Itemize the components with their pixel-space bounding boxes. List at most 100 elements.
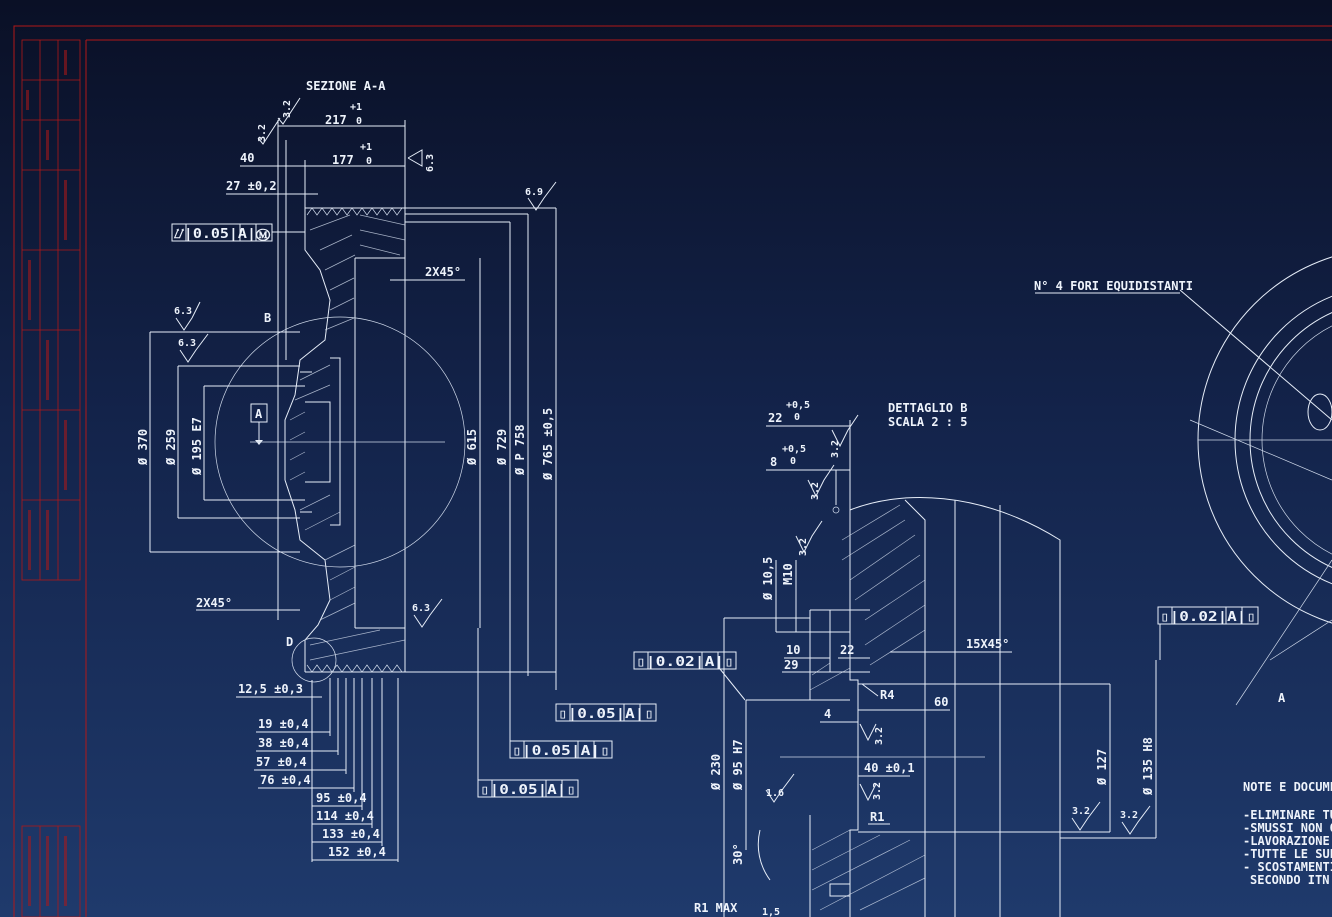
notes-block: NOTE E DOCUME -ELIMINARE TU -SMUSSI NON … bbox=[1243, 780, 1332, 887]
svg-text:2X45°: 2X45° bbox=[425, 265, 461, 279]
svg-text:0: 0 bbox=[794, 412, 800, 423]
svg-text:114 ±0,4: 114 ±0,4 bbox=[316, 809, 374, 823]
diameter-dims-left: Ø 370 Ø 259 Ø 195 E7 bbox=[136, 331, 305, 553]
section-body bbox=[284, 207, 406, 673]
svg-text:Ø 370: Ø 370 bbox=[136, 429, 150, 466]
svg-text:M10: M10 bbox=[781, 563, 795, 585]
top-dimensions: 217 +1 0 177 +1 0 40 27 ±0,2 bbox=[226, 102, 406, 620]
svg-text:133 ±0,4: 133 ±0,4 bbox=[322, 827, 380, 841]
svg-text:▯|0.05|A|▯: ▯|0.05|A|▯ bbox=[512, 744, 610, 759]
diameter-dims-right: Ø 615 Ø 729 Ø P 758 Ø 765 ±0,5 bbox=[405, 207, 557, 690]
note-line-5: - SCOSTAMENTI bbox=[1243, 860, 1332, 874]
svg-text:95 ±0,4: 95 ±0,4 bbox=[316, 791, 367, 805]
svg-text:57 ±0,4: 57 ±0,4 bbox=[256, 755, 307, 769]
chamfer-labels-section: 2X45° 2X45° bbox=[196, 265, 465, 611]
svg-text:40: 40 bbox=[240, 151, 254, 165]
svg-text:Ø 195 E7: Ø 195 E7 bbox=[190, 417, 204, 476]
tolerance-frame-1: ⌰|0.05|A|Ⓜ bbox=[171, 223, 305, 242]
svg-text:1,5: 1,5 bbox=[762, 907, 780, 917]
svg-text:3.2: 3.2 bbox=[830, 440, 841, 458]
bottom-dimensions: 12,5 ±0,3 19 ±0,4 38 ±0,4 57 ±0,4 76 ±0,… bbox=[236, 678, 399, 862]
tolerance-frame-2: ▯|0.05|A|▯ bbox=[555, 703, 657, 722]
svg-text:29: 29 bbox=[784, 658, 798, 672]
svg-text:+0,5: +0,5 bbox=[782, 444, 806, 455]
view-label-d: D bbox=[286, 635, 293, 649]
svg-text:▯|0.02|A|▯: ▯|0.02|A|▯ bbox=[636, 655, 734, 670]
note-line-3: -LAVORAZIONE bbox=[1243, 834, 1330, 848]
view-label-b: B bbox=[264, 311, 271, 325]
tolerance-frame-4: ▯|0.05|A|▯ bbox=[477, 628, 579, 798]
svg-text:22: 22 bbox=[840, 643, 854, 657]
datum-a-marker: A bbox=[250, 403, 268, 445]
notes-title: NOTE E DOCUME bbox=[1243, 780, 1332, 794]
svg-text:15X45°: 15X45° bbox=[966, 637, 1009, 651]
svg-text:Ø 615: Ø 615 bbox=[465, 429, 479, 466]
detail-title-2: SCALA 2 : 5 bbox=[888, 415, 967, 429]
svg-text:19 ±0,4: 19 ±0,4 bbox=[258, 717, 309, 731]
sheet-border bbox=[13, 25, 1332, 917]
title-block bbox=[21, 39, 81, 917]
svg-text:⌰|0.05|A|Ⓜ: ⌰|0.05|A|Ⓜ bbox=[173, 227, 271, 242]
tolerance-frame-5: ▯|0.02|A|▯ bbox=[633, 651, 746, 701]
tolerance-frame-6: ▯|0.02|A|▯ bbox=[1157, 606, 1259, 660]
svg-text:▯|0.05|A|▯: ▯|0.05|A|▯ bbox=[558, 707, 654, 722]
svg-text:Ø 729: Ø 729 bbox=[495, 429, 509, 466]
svg-text:Ø 259: Ø 259 bbox=[164, 429, 178, 466]
svg-text:6.3: 6.3 bbox=[178, 338, 196, 349]
front-view bbox=[1035, 256, 1332, 706]
svg-text:Ø 127: Ø 127 bbox=[1095, 749, 1109, 786]
svg-text:+1: +1 bbox=[350, 102, 362, 113]
svg-text:3.2: 3.2 bbox=[874, 727, 885, 745]
svg-text:6.3: 6.3 bbox=[425, 154, 436, 172]
svg-text:6.3: 6.3 bbox=[412, 603, 430, 614]
svg-text:217: 217 bbox=[325, 113, 347, 127]
svg-text:0: 0 bbox=[366, 156, 372, 167]
note-line-1: -ELIMINARE TU bbox=[1243, 808, 1332, 822]
svg-text:22: 22 bbox=[768, 411, 782, 425]
svg-text:R1: R1 bbox=[870, 810, 884, 824]
svg-text:8: 8 bbox=[770, 455, 777, 469]
svg-text:177: 177 bbox=[332, 153, 354, 167]
svg-text:4: 4 bbox=[824, 707, 831, 721]
svg-text:6.9: 6.9 bbox=[525, 187, 543, 198]
svg-text:Ø 10,5: Ø 10,5 bbox=[761, 557, 775, 601]
note-line-4: -TUTTE LE SUP bbox=[1243, 847, 1332, 861]
svg-text:27 ±0,2: 27 ±0,2 bbox=[226, 179, 277, 193]
svg-text:R4: R4 bbox=[880, 688, 894, 702]
roughness-symbols-detail: 3.2 3.2 3.2 1.6 3.2 3.2 3.2 3.2 bbox=[765, 414, 1151, 835]
detail-b-body bbox=[780, 497, 1061, 917]
view-label-a-bottom: A bbox=[1278, 691, 1286, 705]
roughness-symbols-section: 3.2 3.2 6.3 6.9 6.3 6.3 6.3 bbox=[174, 97, 557, 628]
svg-text:Ø P 758: Ø P 758 bbox=[513, 424, 527, 476]
detail-title-1: DETTAGLIO B bbox=[888, 401, 967, 415]
svg-text:3.2: 3.2 bbox=[1072, 806, 1090, 817]
svg-text:▯|0.05|A|▯: ▯|0.05|A|▯ bbox=[480, 783, 576, 798]
svg-text:Ø 135 H8: Ø 135 H8 bbox=[1141, 737, 1155, 796]
tolerance-frame-3: ▯|0.05|A|▯ bbox=[509, 672, 613, 759]
svg-text:▯|0.02|A|▯: ▯|0.02|A|▯ bbox=[1160, 610, 1256, 625]
svg-text:10: 10 bbox=[786, 643, 800, 657]
svg-text:76 ±0,4: 76 ±0,4 bbox=[260, 773, 311, 787]
svg-text:40 ±0,1: 40 ±0,1 bbox=[864, 761, 915, 775]
svg-text:Ø 230: Ø 230 bbox=[709, 754, 723, 791]
detail-b-circle bbox=[214, 316, 466, 568]
detail-b-dimensions: 22 +0,5 0 8 +0,5 0 Ø 10,5 M10 10 29 22 R… bbox=[694, 400, 1157, 917]
svg-text:Ø 95 H7: Ø 95 H7 bbox=[731, 739, 745, 791]
section-title: SEZIONE A-A bbox=[306, 79, 386, 93]
svg-text:3.2: 3.2 bbox=[798, 538, 809, 556]
svg-text:12,5 ±0,3: 12,5 ±0,3 bbox=[238, 682, 303, 696]
svg-text:3.2: 3.2 bbox=[810, 482, 821, 500]
svg-text:+0,5: +0,5 bbox=[786, 400, 810, 411]
svg-text:30°: 30° bbox=[731, 843, 745, 865]
svg-text:+1: +1 bbox=[360, 142, 372, 153]
note-line-2: -SMUSSI NON Q bbox=[1243, 821, 1332, 835]
svg-text:3.2: 3.2 bbox=[282, 100, 293, 118]
svg-text:6.3: 6.3 bbox=[174, 306, 192, 317]
svg-text:1.6: 1.6 bbox=[766, 788, 784, 799]
svg-text:Ø 765 ±0,5: Ø 765 ±0,5 bbox=[541, 408, 555, 481]
detail-d-circle bbox=[291, 637, 337, 683]
svg-text:38 ±0,4: 38 ±0,4 bbox=[258, 736, 309, 750]
svg-text:R1 MAX: R1 MAX bbox=[694, 901, 738, 915]
svg-text:3.2: 3.2 bbox=[872, 782, 883, 800]
